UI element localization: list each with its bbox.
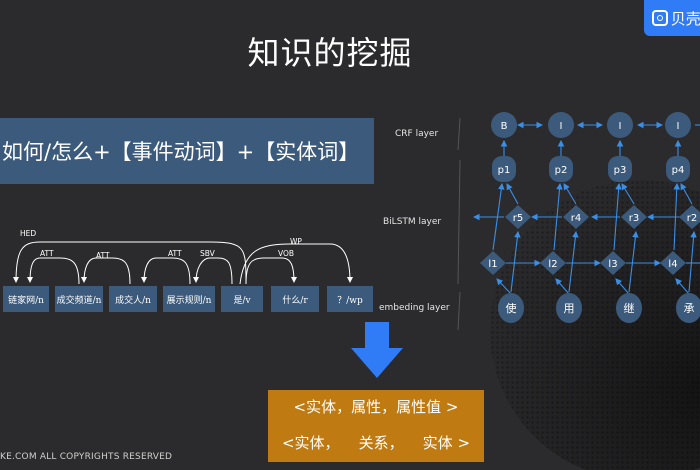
output-node [666, 156, 690, 182]
backward-label: r4 [571, 213, 581, 224]
word-label: 展示规则/n [167, 294, 212, 306]
input-node [616, 293, 642, 323]
output-node [608, 156, 632, 182]
word-label: 成交频道/n [57, 294, 102, 306]
output-label: p3 [614, 165, 627, 176]
relation-label: SBV [200, 249, 216, 258]
forward-node [600, 251, 626, 275]
word-box: 是/v [221, 286, 263, 312]
output-label: p4 [672, 165, 685, 176]
backward-node [621, 205, 647, 229]
relation-label: ATT [40, 249, 54, 258]
word-box: ？/wp [327, 286, 373, 312]
relation-label: HED [20, 229, 36, 238]
input-tokens: 使 用 继 承 [498, 293, 700, 323]
input-node [556, 293, 582, 323]
output-label: p2 [555, 165, 568, 176]
crf-node [491, 112, 517, 138]
shell-logo-icon [652, 10, 668, 26]
backward-label: r2 [687, 213, 697, 224]
brand-logo: 贝壳 [644, 0, 700, 36]
word-label: ？/wp [337, 296, 363, 306]
crf-node [607, 112, 633, 138]
result-line-attribute: <实体，属性，属性值 > [293, 398, 459, 416]
word-box: 什么/r [271, 286, 319, 312]
forward-node [480, 251, 506, 275]
word-label: 链家网/n [8, 294, 44, 306]
dependency-arcs [13, 241, 353, 285]
word-box: 链家网/n [3, 286, 49, 312]
crf-tag: I [677, 121, 680, 132]
model-edges [472, 121, 700, 295]
input-node [498, 293, 524, 323]
forward-label: l3 [608, 259, 617, 270]
output-node [492, 156, 516, 182]
decorative-halftone [490, 180, 700, 470]
relation-label: WP [290, 237, 302, 246]
output-nodes: p1 p2 p3 p4 [492, 156, 690, 182]
forward-node [540, 251, 566, 275]
word-box: 展示规则/n [163, 286, 215, 312]
forward-label: l2 [548, 259, 557, 270]
layer-brackets [457, 117, 461, 331]
word-label: 成交人/n [115, 294, 151, 306]
input-char: 承 [684, 302, 695, 315]
input-char: 使 [506, 302, 517, 315]
crf-tag: B [501, 121, 508, 132]
page-title: 知识的挖掘 [247, 34, 413, 72]
input-node [676, 293, 700, 323]
word-label: 什么/r [282, 294, 308, 306]
layer-label-embedding: embeding layer [379, 303, 450, 313]
crf-nodes: B I I I [491, 112, 691, 138]
question-pattern-box: 如何/怎么+【事件动词】+【实体词】 [0, 118, 374, 184]
brand-label: 贝壳 [670, 9, 700, 28]
forward-lstm-nodes: l1 l2 l3 l4 [480, 251, 686, 275]
word-label: 是/v [233, 295, 251, 306]
dependency-relations: HED ATT ATT ATT SBV VOB WP [20, 229, 302, 260]
word-box: 成交人/n [109, 286, 157, 312]
question-pattern-text: 如何/怎么+【事件动词】+【实体词】 [2, 140, 360, 164]
backward-lstm-nodes: r5 r4 r3 r2 [505, 205, 700, 229]
backward-label: r5 [513, 213, 523, 224]
result-box: <实体，属性，属性值 > <实体， 关系， 实体 > [268, 390, 484, 462]
layer-label-crf: CRF layer [395, 129, 438, 139]
input-char: 继 [624, 302, 635, 315]
word-box: 成交频道/n [55, 286, 103, 312]
forward-node [660, 251, 686, 275]
output-node [549, 156, 573, 182]
forward-label: l1 [488, 259, 497, 270]
arrow-down-icon [351, 322, 403, 378]
backward-label: r3 [629, 213, 639, 224]
dependency-words: 链家网/n 成交频道/n 成交人/n 展示规则/n 是/v 什么/r ？/wp [3, 286, 373, 312]
input-char: 用 [564, 302, 575, 315]
crf-node [665, 112, 691, 138]
relation-label: ATT [168, 249, 182, 258]
copyright-footer: KE.COM ALL COPYRIGHTS RESERVED [0, 452, 173, 462]
relation-label: ATT [96, 251, 110, 260]
output-label: p1 [498, 165, 511, 176]
backward-node [563, 205, 589, 229]
layer-labels: CRF layer BiLSTM layer embeding layer [379, 129, 450, 313]
forward-label: l4 [668, 259, 677, 270]
crf-tag: I [619, 121, 622, 132]
backward-node [505, 205, 531, 229]
crf-tag: I [560, 121, 563, 132]
backward-node [679, 205, 700, 229]
relation-label: VOB [278, 249, 294, 258]
layer-label-bilstm: BiLSTM layer [383, 217, 441, 227]
crf-node [548, 112, 574, 138]
result-line-relation: <实体， 关系， 实体 > [281, 434, 471, 452]
